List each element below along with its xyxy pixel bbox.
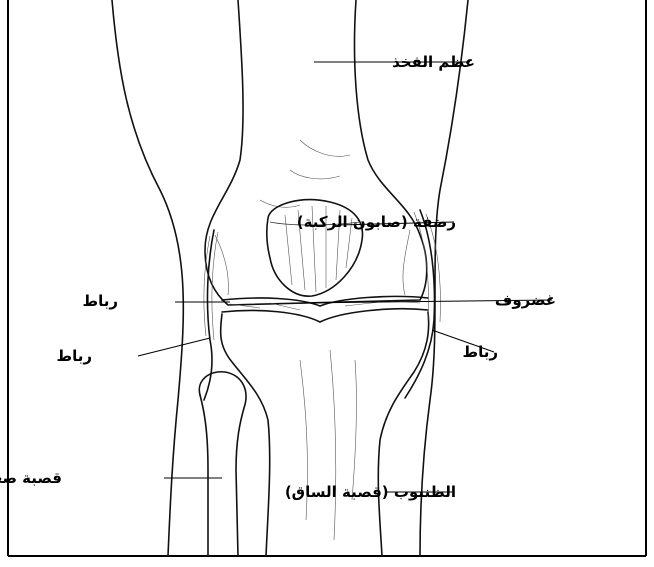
ligament-lateral [405, 210, 434, 398]
label-ligament-upper-left: رباط [83, 292, 118, 310]
label-cartilage: غضروف [495, 291, 556, 309]
label-tibia: الظنبوب (قصبة الساق) [285, 483, 456, 501]
label-ligament-right: رباط [463, 343, 498, 361]
leg-outline-left [112, 0, 183, 556]
tibia-bone [221, 312, 429, 556]
label-fibula: قصبة صغرى [0, 469, 62, 487]
label-ligament-lower-left: رباط [57, 347, 92, 365]
label-femur: عظم الفخذ [392, 53, 475, 71]
label-patella: رضفة (صابون الركبة) [297, 213, 456, 231]
leader-ligament-lower-left [138, 338, 210, 356]
leg-outline-right [420, 0, 468, 556]
fibula-bone [199, 372, 246, 556]
femur-bone [205, 0, 427, 305]
